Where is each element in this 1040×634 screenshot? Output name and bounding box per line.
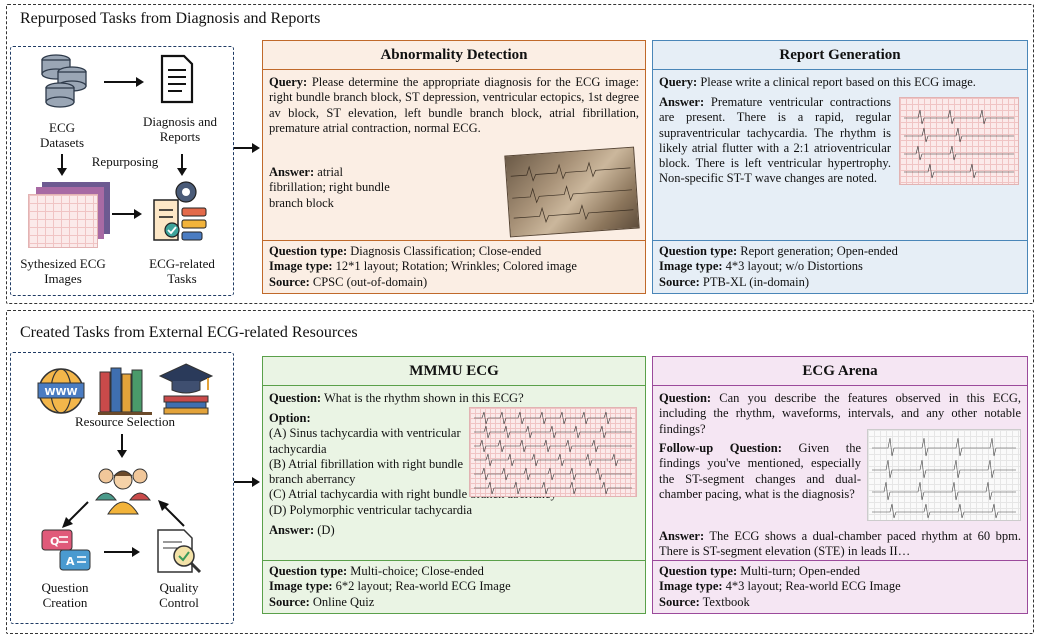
arrow-down-icon: [177, 154, 187, 176]
arrow-right-icon: [104, 77, 144, 87]
arena-title: ECG Arena: [653, 357, 1027, 386]
svg-text:Q: Q: [50, 535, 59, 548]
abnormality-query: Query: Please determine the appropriate …: [269, 75, 639, 135]
globe-icon: WWW: [37, 368, 85, 414]
mmmu-footer: Question type: Multi-choice; Close-ended…: [263, 560, 645, 613]
svg-text:A: A: [66, 555, 75, 568]
report-query: Query: Please write a clinical report ba…: [659, 75, 976, 89]
graduation-cap-icon: [158, 363, 214, 415]
diagnosis-reports-label: Diagnosis and Reports: [142, 114, 218, 144]
top-section: [6, 4, 1034, 304]
question-answer-icon: Q A: [41, 529, 91, 571]
database-icon: [41, 54, 87, 108]
abnormality-answer: Answer: atrial fibrillation; right bundl…: [269, 165, 390, 210]
arrow-right-icon: [112, 209, 142, 219]
report-ecg-image: [899, 97, 1019, 185]
mmmu-title: MMMU ECG: [263, 357, 645, 386]
mmmu-question: Question: What is the rhythm shown in th…: [269, 391, 524, 405]
task-gear-icon: [153, 181, 207, 241]
mmmu-ecg-image: [469, 407, 637, 497]
arena-footer: Question type: Multi-turn; Open-ended Im…: [653, 560, 1027, 613]
arrow-down-left-icon: [62, 501, 89, 528]
abnormality-title: Abnormality Detection: [263, 41, 645, 70]
books-icon: [98, 367, 152, 415]
repurposing-label: Repurposing: [91, 154, 159, 169]
bottom-section-title: Created Tasks from External ECG-related …: [20, 324, 358, 341]
mmmu-options: Option: (A) Sinus tachycardia with ventr…: [269, 411, 639, 538]
question-creation-label: Question Creation: [41, 580, 89, 610]
svg-text:WWW: WWW: [44, 387, 77, 398]
synthetic-ecg-stack: [28, 182, 112, 248]
option-b: (B) Atrial fibrillation with right bundl…: [269, 456, 464, 487]
rotated-ecg-image: [504, 146, 640, 238]
arrow-up-left-icon: [158, 500, 185, 527]
synthesized-label: Sythesized ECG Images: [20, 256, 106, 286]
abnormality-panel: Abnormality Detection Query: Please dete…: [262, 40, 646, 294]
arena-followup: Follow-up Question: Given the findings y…: [659, 441, 862, 501]
arrow-right-icon: [234, 477, 260, 487]
arena-panel: ECG Arena Question: Can you describe the…: [652, 356, 1028, 614]
ecg-tasks-label: ECG-related Tasks: [149, 256, 215, 286]
team-icon: [95, 468, 151, 515]
report-answer: Answer: Premature ventricular contractio…: [659, 95, 891, 186]
document-icon: [160, 54, 194, 104]
arrow-down-icon: [117, 434, 127, 458]
abnormality-footer: Question type: Diagnosis Classification;…: [263, 240, 645, 293]
quality-control-icon: [157, 529, 202, 574]
arena-answer: Answer: The ECG shows a dual-chamber pac…: [659, 529, 1021, 559]
arena-question: Question: Can you describe the features …: [659, 391, 1022, 436]
bottom-left-box: [10, 352, 234, 624]
arrow-down-icon: [57, 154, 67, 176]
top-left-box: [10, 46, 234, 296]
top-section-title: Repurposed Tasks from Diagnosis and Repo…: [20, 10, 321, 27]
option-a: (A) Sinus tachycardia with ventricular t…: [269, 426, 461, 456]
arena-ecg-image: [867, 429, 1021, 521]
resource-selection-label: Resource Selection: [75, 414, 175, 429]
arrow-right-icon: [234, 143, 260, 153]
mmmu-panel: MMMU ECG Question: What is the rhythm sh…: [262, 356, 646, 614]
option-d: (D) Polymorphic ventricular tachycardia: [269, 502, 473, 517]
report-title: Report Generation: [653, 41, 1027, 70]
ecg-datasets-label: ECG Datasets: [39, 120, 85, 150]
arrow-right-icon: [104, 547, 140, 557]
report-panel: Report Generation Query: Please write a …: [652, 40, 1028, 294]
report-footer: Question type: Report generation; Open-e…: [653, 240, 1027, 293]
quality-control-label: Quality Control: [159, 580, 199, 610]
